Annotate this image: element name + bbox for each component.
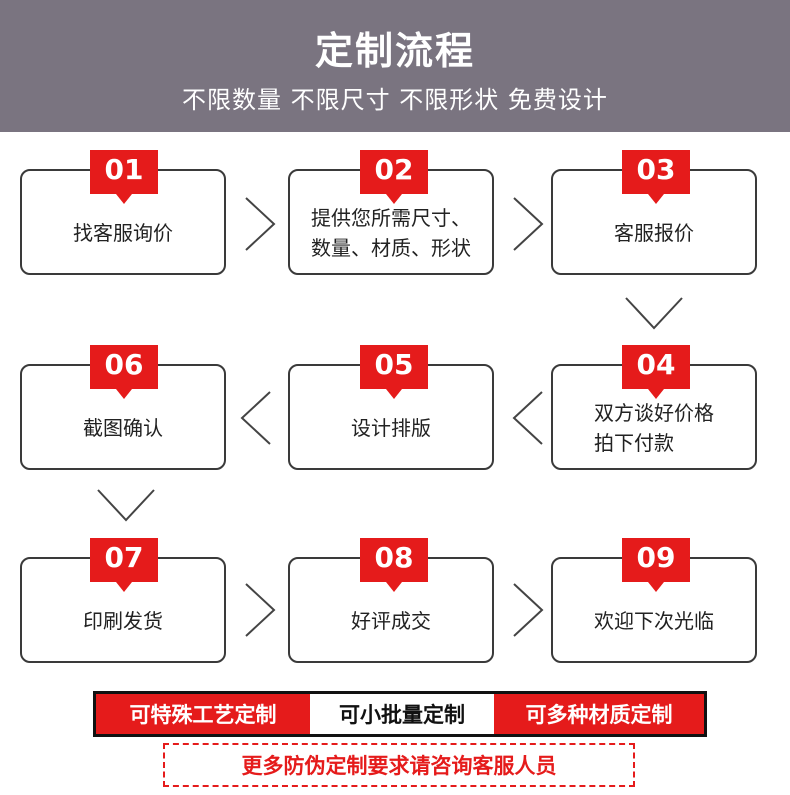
feature-multi-material: 可多种材质定制 — [494, 694, 704, 734]
step-2-number: 02 — [360, 150, 428, 204]
feature-special-process: 可特殊工艺定制 — [96, 694, 310, 734]
step-1-number: 01 — [90, 150, 158, 204]
step-3-text: 客服报价 — [614, 221, 694, 245]
step-9-number: 09 — [622, 538, 690, 592]
chevron-right-icon — [244, 582, 276, 638]
chevron-right-icon — [512, 196, 544, 252]
chevron-down-icon — [96, 488, 156, 522]
step-5-text: 设计排版 — [351, 416, 431, 440]
step-4-number: 04 — [622, 345, 690, 399]
step-7-text: 印刷发货 — [83, 609, 163, 633]
chevron-right-icon — [512, 582, 544, 638]
step-8-text: 好评成交 — [351, 609, 431, 633]
feature-small-batch: 可小批量定制 — [310, 694, 494, 734]
step-9-box: 欢迎下次光临 — [551, 557, 757, 663]
header-banner: 定制流程 不限数量 不限尺寸 不限形状 免费设计 — [0, 0, 790, 132]
page-subtitle: 不限数量 不限尺寸 不限形状 免费设计 — [182, 86, 608, 114]
step-5-number: 05 — [360, 345, 428, 399]
chevron-right-icon — [244, 196, 276, 252]
chevron-left-icon — [512, 390, 544, 446]
step-2-text: 提供您所需尺寸、 数量、材质、形状 — [311, 206, 471, 260]
step-3-number: 03 — [622, 150, 690, 204]
page-title: 定制流程 — [314, 29, 475, 73]
step-6-number: 06 — [90, 345, 158, 399]
step-6-text: 截图确认 — [83, 416, 163, 440]
step-9-text: 欢迎下次光临 — [594, 609, 714, 633]
chevron-left-icon — [240, 390, 272, 446]
feature-bar: 可特殊工艺定制 可小批量定制 可多种材质定制 — [93, 691, 707, 737]
step-8-number: 08 — [360, 538, 428, 592]
chevron-down-icon — [624, 296, 684, 330]
step-4-text: 双方谈好价格 拍下付款 — [594, 401, 714, 455]
step-1-text: 找客服询价 — [73, 221, 173, 245]
contact-notice: 更多防伪定制要求请咨询客服人员 — [163, 743, 635, 787]
step-7-number: 07 — [90, 538, 158, 592]
